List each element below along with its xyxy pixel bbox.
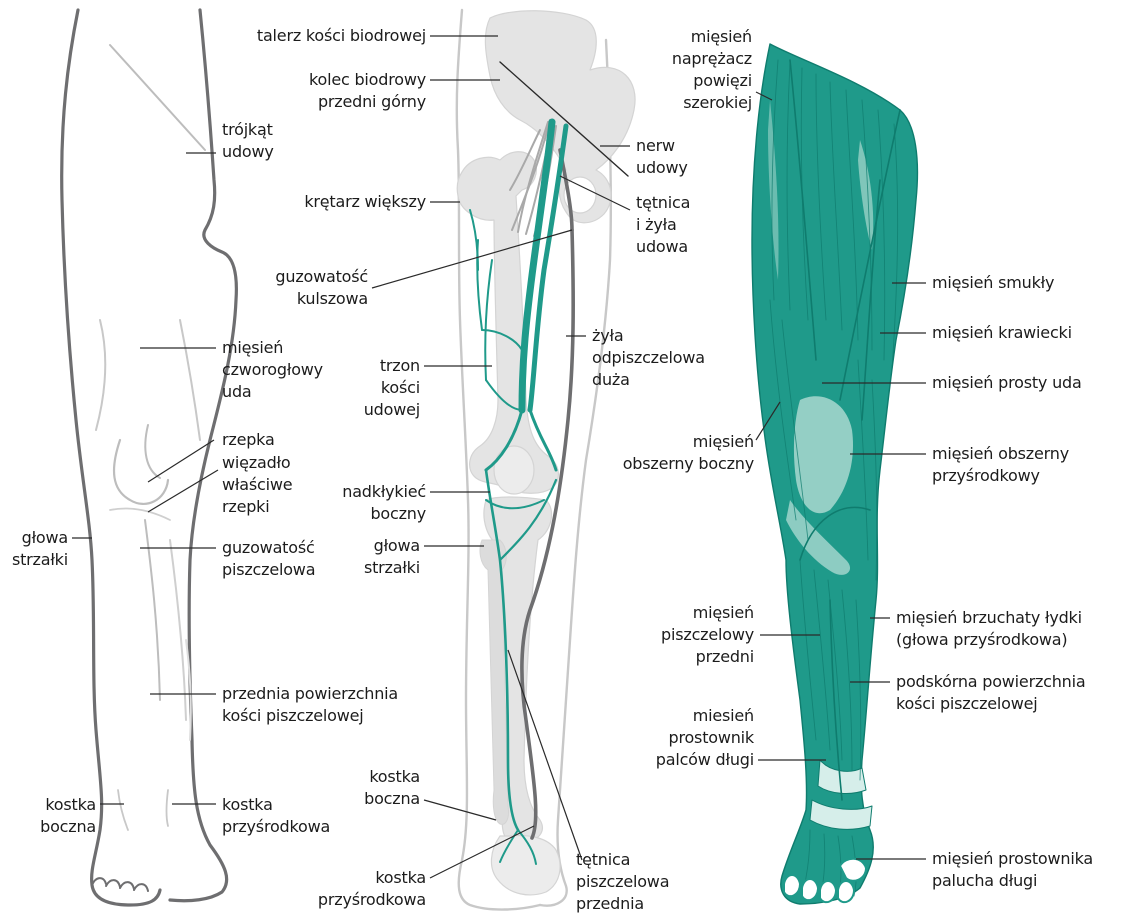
- label-extensor-digitorum-longus: miesień prostownik palców długi: [600, 705, 754, 771]
- label-tibia-anterior-surface: przednia powierzchnia kości piszczelowej: [222, 683, 398, 727]
- label-patella: rzepka: [222, 429, 275, 451]
- label-femoral-artery-vein: tętnica i żyła udowa: [636, 192, 690, 258]
- label-tensor-fasciae-latae: mięsień naprężacz powięzi szerokiej: [600, 26, 752, 114]
- label-lateral-malleolus-surface: kostka boczna: [0, 794, 96, 838]
- label-lateral-malleolus-skeleton: kostka boczna: [196, 766, 420, 810]
- label-femoral-triangle: trójkąt udowy: [222, 119, 274, 163]
- label-gastrocnemius-medial-head: mięsień brzuchaty łydki (głowa przyśrodk…: [896, 607, 1082, 651]
- label-extensor-hallucis-longus: mięsień prostownika palucha długi: [932, 848, 1093, 892]
- label-lateral-epicondyle: nadkłykieć boczny: [196, 481, 426, 525]
- label-femur-shaft: trzon kości udowej: [196, 355, 420, 421]
- label-rectus-femoris: mięsień prosty uda: [932, 372, 1082, 394]
- label-anterior-superior-iliac-spine: kolec biodrowy przedni górny: [196, 69, 426, 113]
- label-great-saphenous-vein: żyła odpiszczelowa duża: [592, 325, 705, 391]
- label-tibialis-anterior: mięsień piszczelowy przedni: [600, 602, 754, 668]
- label-tibia-subcutaneous-surface: podskórna powierzchnia kości piszczelowe…: [896, 671, 1085, 715]
- label-vastus-medialis: mięsień obszerny przyśrodkowy: [932, 443, 1069, 487]
- label-ischial-tuberosity: guzowatość kulszowa: [196, 266, 368, 310]
- label-femoral-nerve: nerw udowy: [636, 135, 688, 179]
- label-iliac-wing: talerz kości biodrowej: [196, 25, 426, 47]
- label-anterior-tibial-artery: tętnica piszczelowa przednia: [576, 849, 669, 915]
- muscular-leg-illustration: [752, 44, 917, 904]
- label-sartorius: mięsień krawiecki: [932, 322, 1072, 344]
- label-fibula-head-surface: głowa strzałki: [0, 527, 68, 571]
- label-greater-trochanter: krętarz większy: [196, 191, 426, 213]
- label-medial-malleolus-skeleton: kostka przyśrodkowa: [196, 867, 426, 911]
- label-fibula-head-skeleton: głowa strzałki: [196, 535, 420, 579]
- label-gracilis: mięsień smukły: [932, 272, 1054, 294]
- label-vastus-lateralis: mięsień obszerny boczny: [590, 431, 754, 475]
